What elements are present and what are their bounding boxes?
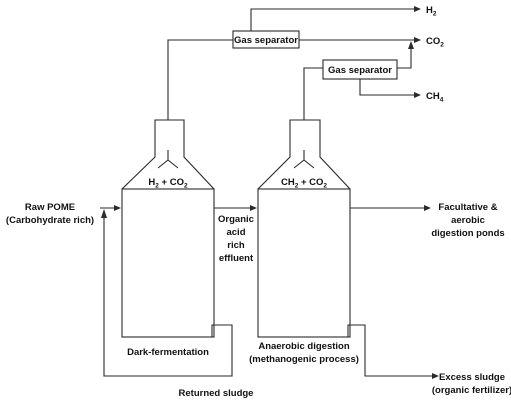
- ponds-label-line1: Facultative &: [438, 202, 497, 213]
- anaerobic-digestion-reactor: [257, 119, 351, 338]
- gas-separator-1-label: Gas separator: [234, 35, 298, 46]
- anaerobic-digestion-label-line1: Anaerobic digestion: [258, 341, 350, 352]
- ch4-output-label: CH4: [426, 91, 444, 104]
- effluent-label-line2: acid: [226, 227, 245, 238]
- effluent-label-line3: rich: [227, 240, 245, 251]
- liquid-pipes: [100, 205, 439, 379]
- excess-sludge-label-line2: (organic fertilizer): [432, 385, 511, 396]
- input-label-line1: Raw POME: [25, 202, 75, 213]
- effluent-label-line1: Organic: [218, 214, 254, 225]
- ponds-label-line2: aerobic: [451, 215, 485, 226]
- returned-sludge-label: Returned sludge: [179, 388, 254, 399]
- reactor-2-gas-label: CH2 + CO2: [281, 177, 327, 190]
- gas-separator-2: Gas separator: [322, 59, 398, 80]
- gas-pipes: [167, 6, 421, 120]
- h2-output-label: H2: [426, 5, 437, 18]
- effluent-label-line4: effluent: [219, 253, 254, 264]
- input-label-line2: (Carbohydrate rich): [6, 215, 94, 226]
- gas-separator-2-label: Gas separator: [328, 65, 392, 76]
- excess-sludge-label-line1: Excess sludge: [439, 372, 505, 383]
- reactor-1-gas-label: H2 + CO2: [148, 177, 188, 190]
- anaerobic-digestion-label-line2: (methanogenic process): [249, 354, 359, 365]
- dark-fermentation-reactor: [121, 119, 215, 338]
- co2-output-label: CO2: [426, 36, 444, 49]
- dark-fermentation-label: Dark-fermentation: [127, 347, 209, 358]
- ponds-label-line3: digestion ponds: [431, 228, 504, 239]
- gas-separator-1: Gas separator: [232, 30, 300, 49]
